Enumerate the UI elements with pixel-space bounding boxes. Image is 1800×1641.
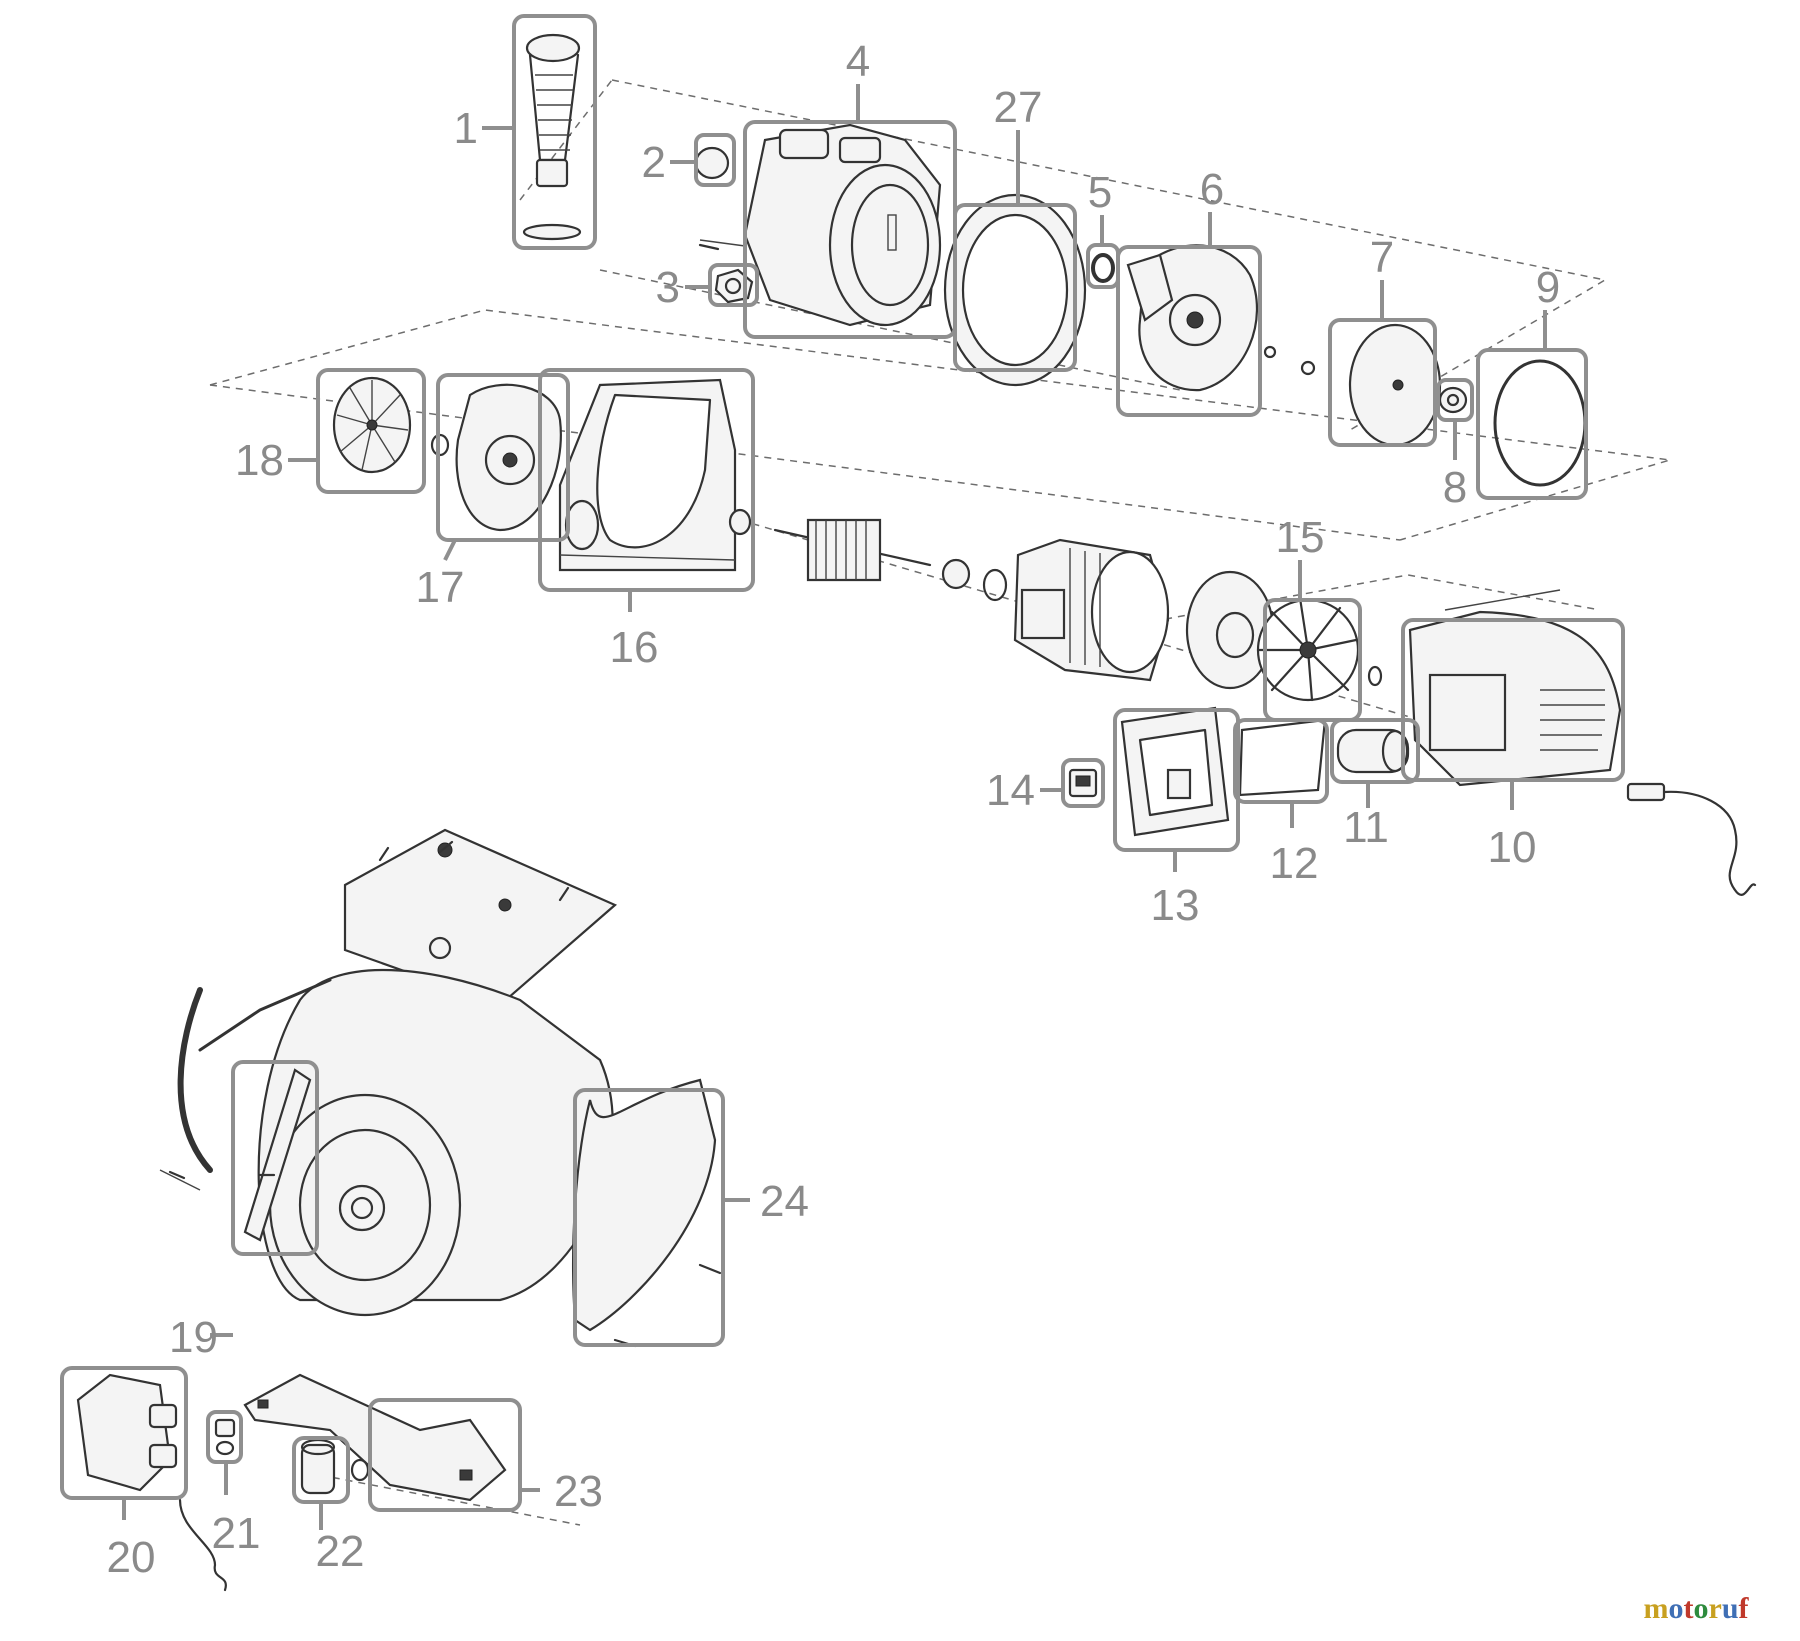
watermark-letter: o	[1693, 1592, 1709, 1625]
watermark-letter: m	[1643, 1592, 1669, 1625]
part-number-23: 23	[554, 1467, 603, 1516]
part-number-10: 10	[1488, 823, 1537, 872]
part-number-2: 2	[642, 138, 666, 187]
part-number-20: 20	[107, 1533, 156, 1582]
terminal-box-drawing	[1120, 706, 1230, 837]
seal-drawing	[694, 146, 730, 180]
part-number-22: 22	[316, 1527, 365, 1576]
cover-ring-drawing	[1493, 359, 1587, 487]
callout-box-14	[1061, 758, 1105, 808]
part-drawings	[76, 33, 1757, 1592]
watermark-brand: motoruf	[1643, 1592, 1748, 1625]
watermark-letter: f	[1738, 1592, 1749, 1625]
rear-shield-drawing	[1185, 570, 1275, 690]
part-number-19: 19	[169, 1313, 218, 1362]
gasket-ring-drawing	[943, 193, 1087, 387]
alignment-guides	[209, 79, 1671, 1526]
motor-shroud-drawing	[1408, 589, 1622, 787]
callout-box-9	[1476, 348, 1588, 500]
callout-box-18	[316, 368, 426, 494]
part-number-11: 11	[1343, 803, 1389, 852]
part-number-8: 8	[1443, 463, 1467, 512]
part-number-27: 27	[994, 83, 1043, 132]
motor-stator-drawing	[1013, 538, 1170, 682]
part-number-4: 4	[846, 37, 870, 86]
callout-box-12	[1233, 718, 1329, 804]
tank-drawing	[159, 828, 618, 1317]
foot-drawing	[243, 1373, 507, 1502]
part-number-24: 24	[760, 1177, 809, 1226]
part-number-17: 17	[416, 563, 465, 612]
fan-cover-drawing	[332, 376, 412, 474]
callout-box-24	[573, 1088, 725, 1347]
watermark-letter: o	[1668, 1592, 1684, 1625]
callout-box-1	[512, 14, 597, 250]
small-nut-drawing	[1438, 386, 1468, 414]
cable-drawing	[1626, 782, 1757, 896]
handle-drawing	[243, 1068, 312, 1242]
o-ring-drawing	[1091, 253, 1115, 283]
part-number-6: 6	[1200, 165, 1224, 214]
part-number-1: 1	[454, 104, 478, 153]
callout-box-11	[1330, 718, 1420, 784]
cover-gasket-drawing	[1238, 718, 1327, 797]
watermark-letter: t	[1683, 1592, 1694, 1625]
part-number-7: 7	[1370, 233, 1394, 282]
part-number-3: 3	[656, 263, 680, 312]
part-number-13: 13	[1151, 881, 1200, 930]
fan-drawing	[1256, 596, 1360, 702]
pressure-switch-drawing	[76, 1373, 227, 1592]
part-number-16: 16	[610, 623, 659, 672]
fitting-drawing	[214, 1418, 236, 1456]
watermark-letter: r	[1708, 1592, 1722, 1625]
switch-drawing	[1068, 768, 1098, 798]
housing-bracket-drawing	[558, 378, 737, 572]
pump-housing-drawing	[699, 123, 942, 327]
part-number-12: 12	[1270, 839, 1319, 888]
callout-box-6	[1116, 245, 1262, 417]
end-shield-drawing	[455, 383, 562, 532]
part-number-5: 5	[1088, 168, 1112, 217]
part-number-18: 18	[235, 436, 284, 485]
part-number-labels: 1 2 3 4 5 6 7 8 9 10 11 12 13 14 15 16 1…	[107, 37, 1561, 1582]
callout-box-16	[538, 368, 755, 592]
part-number-21: 21	[212, 1509, 261, 1558]
side-bracket-drawing	[572, 1078, 717, 1332]
part-number-14: 14	[986, 766, 1035, 815]
motoruf-watermark: motoruf.de	[1643, 1592, 1786, 1626]
impeller-disc-drawing	[1348, 323, 1442, 447]
callout-box-17	[436, 373, 570, 542]
diffuser-drawing	[1126, 244, 1259, 392]
nozzle-drawing	[522, 33, 582, 241]
callout-boxes	[60, 14, 1625, 1512]
callout-box-23	[368, 1398, 522, 1512]
callout-box-27	[953, 203, 1077, 372]
part-number-9: 9	[1536, 263, 1560, 312]
watermark-letter: u	[1721, 1592, 1739, 1625]
leader-lines	[122, 84, 1547, 1530]
rotor-drawing	[728, 508, 1008, 602]
callout-box-19	[231, 1060, 319, 1256]
part-number-15: 15	[1276, 513, 1325, 562]
watermark-suffix: .de	[1748, 1592, 1787, 1625]
capacitor-drawing	[1336, 728, 1410, 774]
